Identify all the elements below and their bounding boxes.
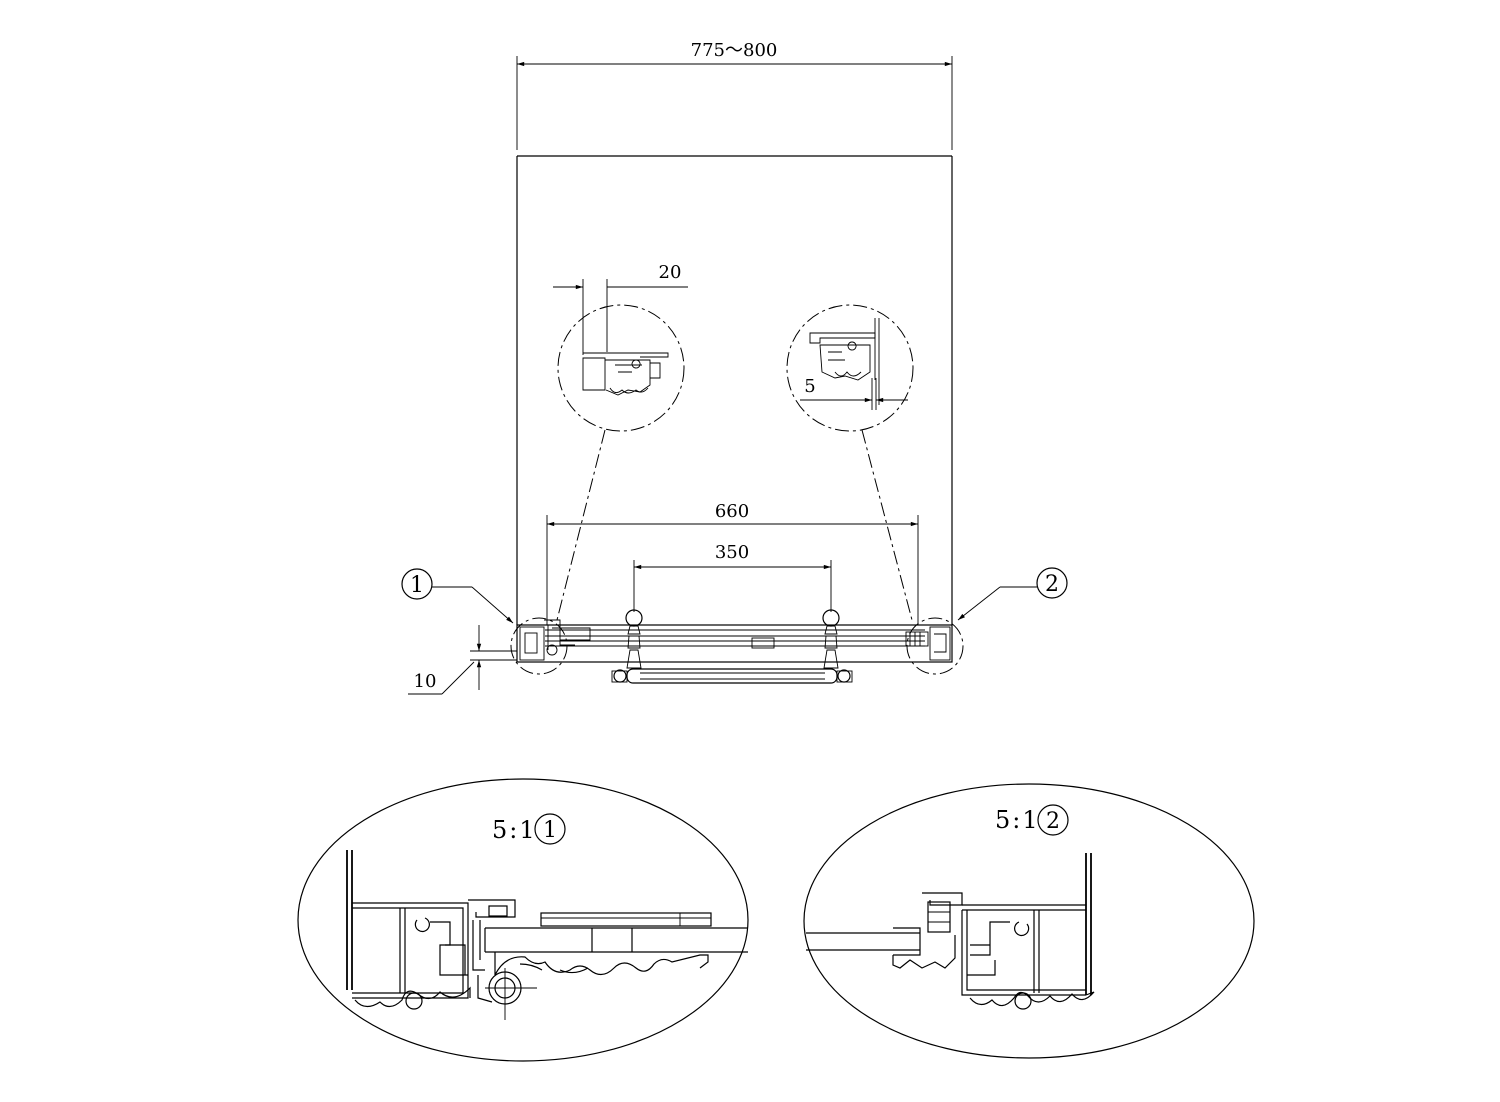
left-detail-width-label: 20 <box>659 262 682 283</box>
right-detail-bubble: 5 <box>786 304 914 432</box>
bottom-offset-dimension: 10 <box>408 625 517 695</box>
right-handle-post <box>822 609 840 669</box>
bottom-offset-label: 10 <box>414 671 437 692</box>
rail-length-dimension: 660 <box>546 501 919 625</box>
overall-width-label: 775～800 <box>691 40 778 61</box>
right-leader-line <box>861 429 913 621</box>
left-leader-line <box>556 429 606 621</box>
left-detail-bubble: 20 <box>553 262 688 432</box>
detail-1-enlarged-view: 5:1 1 <box>297 778 749 1062</box>
left-handle-post <box>625 609 643 669</box>
callout-2-label: 2 <box>1045 572 1059 597</box>
detail-2-enlarged-view: 5:1 2 <box>803 783 1255 1059</box>
detail-2-ref-label: 2 <box>1046 809 1060 834</box>
rail-length-label: 660 <box>715 501 749 522</box>
door-assembly <box>510 609 964 684</box>
detail-1-ref-label: 1 <box>543 818 557 843</box>
detail-1-scale-label: 5:1 <box>492 816 537 844</box>
callout-1-label: 1 <box>410 573 424 598</box>
callout-2: 2 <box>957 567 1068 621</box>
overall-width-dimension: 775～800 <box>516 40 953 150</box>
right-detail-gap-label: 5 <box>804 376 815 397</box>
callout-1: 1 <box>401 568 514 624</box>
handle-spacing-label: 350 <box>715 542 749 563</box>
handle-spacing-dimension: 350 <box>633 542 832 612</box>
detail-2-scale-label: 5:1 <box>995 806 1040 834</box>
enclosure-outline <box>516 155 953 625</box>
towel-bar <box>611 668 853 684</box>
